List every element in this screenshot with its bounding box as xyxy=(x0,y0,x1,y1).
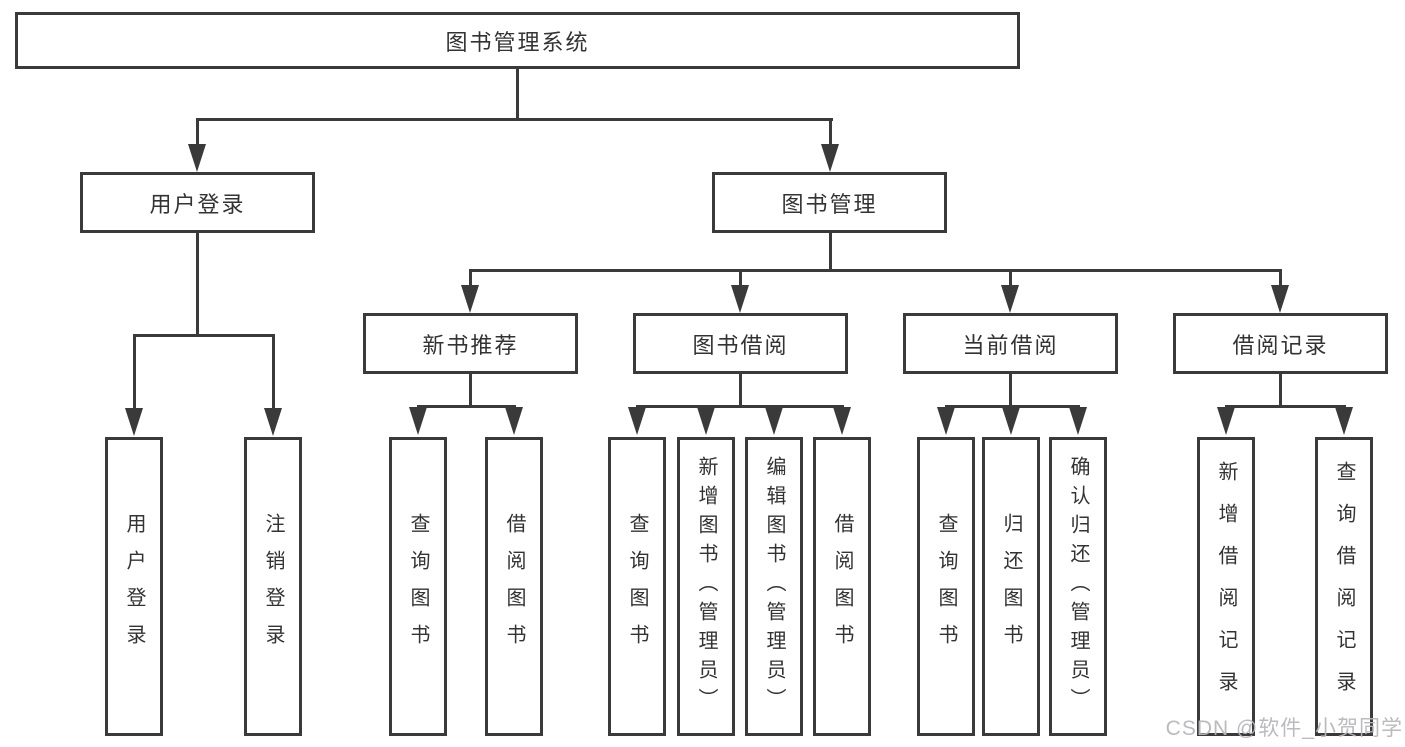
arrow-down-icon xyxy=(765,407,783,435)
node-book-management: 图书管理 xyxy=(712,172,947,233)
connector-line xyxy=(1009,373,1012,407)
vertical-label: 查询图书 xyxy=(626,512,648,661)
node-borrowing-records: 借阅记录 xyxy=(1173,313,1388,374)
connector-line xyxy=(133,334,136,410)
connector-line xyxy=(1225,405,1346,408)
leaf-return-book: 归还图书 xyxy=(982,437,1040,736)
connector-line xyxy=(516,68,519,121)
vertical-label: 归还图书 xyxy=(1000,512,1022,661)
connector-line xyxy=(1279,269,1282,287)
node-current-borrowing: 当前借阅 xyxy=(903,313,1118,374)
leaf-query-borrow-record: 查询借阅记录 xyxy=(1315,437,1373,736)
vertical-label: 用户登录 xyxy=(123,512,145,661)
vertical-label: 新增图书（管理员） xyxy=(695,456,717,717)
node-library-system: 图书管理系统 xyxy=(15,12,1020,69)
connector-line xyxy=(417,405,516,408)
connector-line xyxy=(469,269,472,287)
leaf-logout: 注销登录 xyxy=(244,437,302,736)
vertical-label: 确认归还（管理员） xyxy=(1067,456,1089,717)
leaf-edit-book-admin: 编辑图书（管理员） xyxy=(745,437,803,736)
connector-line xyxy=(469,269,1282,272)
connector-line xyxy=(469,373,472,407)
arrow-down-icon xyxy=(125,408,143,436)
leaf-borrow-books-borrowing: 借阅图书 xyxy=(813,437,871,736)
connector-line xyxy=(196,118,833,121)
vertical-label: 查询图书 xyxy=(935,512,957,661)
arrow-down-icon xyxy=(731,285,749,313)
leaf-query-books-recommend: 查询图书 xyxy=(389,437,447,736)
leaf-user-login: 用户登录 xyxy=(105,437,163,736)
arrow-down-icon xyxy=(409,407,427,435)
arrow-down-icon xyxy=(188,144,206,172)
connector-line xyxy=(636,405,844,408)
arrow-down-icon xyxy=(821,144,839,172)
arrow-down-icon xyxy=(264,408,282,436)
connector-line xyxy=(739,269,742,287)
vertical-label: 查询图书 xyxy=(407,512,429,661)
arrow-down-icon xyxy=(1271,285,1289,313)
vertical-label: 借阅图书 xyxy=(831,512,853,661)
connector-line xyxy=(196,233,199,337)
arrow-down-icon xyxy=(697,407,715,435)
connector-line xyxy=(272,334,275,410)
vertical-label: 新增借阅记录 xyxy=(1215,460,1237,713)
arrow-down-icon xyxy=(1217,407,1235,435)
arrow-down-icon xyxy=(1002,407,1020,435)
vertical-label: 注销登录 xyxy=(262,512,284,661)
connector-line xyxy=(133,334,275,337)
vertical-label: 借阅图书 xyxy=(503,512,525,661)
arrow-down-icon xyxy=(461,285,479,313)
leaf-add-book-admin: 新增图书（管理员） xyxy=(677,437,735,736)
connector-line xyxy=(1009,269,1012,287)
arrow-down-icon xyxy=(628,407,646,435)
node-user-login: 用户登录 xyxy=(80,172,315,233)
leaf-add-borrow-record: 新增借阅记录 xyxy=(1197,437,1255,736)
csdn-watermark: CSDN @软件_小贺同学 xyxy=(1165,717,1403,740)
connector-line xyxy=(829,118,832,146)
connector-line xyxy=(945,405,1080,408)
node-book-borrowing: 图书借阅 xyxy=(633,313,848,374)
connector-line xyxy=(196,118,199,146)
connector-line xyxy=(739,373,742,407)
leaf-borrow-books-recommend: 借阅图书 xyxy=(485,437,543,736)
arrow-down-icon xyxy=(937,407,955,435)
arrow-down-icon xyxy=(1001,285,1019,313)
connector-line xyxy=(829,233,832,272)
vertical-label: 编辑图书（管理员） xyxy=(763,456,785,717)
node-new-book-recommend: 新书推荐 xyxy=(363,313,578,374)
vertical-label: 查询借阅记录 xyxy=(1333,460,1355,713)
arrow-down-icon xyxy=(1335,407,1353,435)
leaf-confirm-return-admin: 确认归还（管理员） xyxy=(1049,437,1107,736)
arrow-down-icon xyxy=(833,407,851,435)
connector-line xyxy=(1279,373,1282,407)
arrow-down-icon xyxy=(1069,407,1087,435)
arrow-down-icon xyxy=(505,407,523,435)
leaf-query-books-current: 查询图书 xyxy=(917,437,975,736)
leaf-query-books-borrowing: 查询图书 xyxy=(608,437,666,736)
